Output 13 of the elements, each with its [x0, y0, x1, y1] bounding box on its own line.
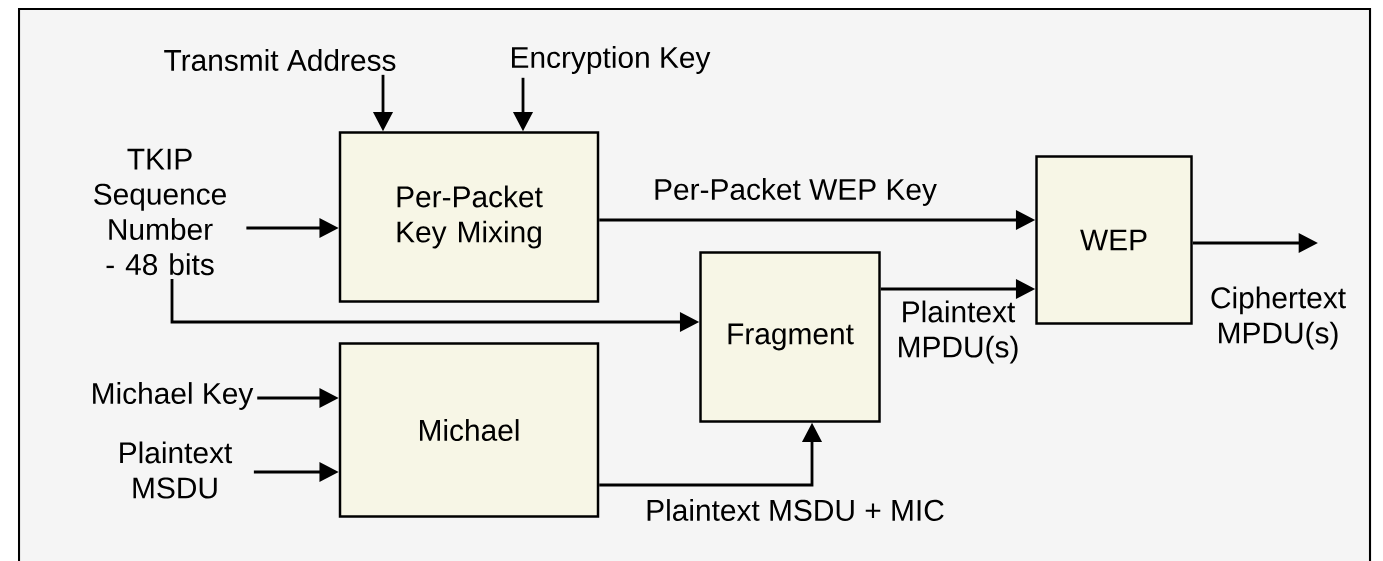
edge-label: Plaintext MPDU(s) — [899, 300, 1018, 364]
input-label: Transmit Address — [164, 49, 396, 71]
input-label: Plaintext MSDU — [120, 441, 233, 499]
input-label: Michael Key — [93, 382, 254, 410]
edge-label: Plaintext MSDU + MIC — [647, 499, 944, 521]
edge-label: Per-Packet WEP Key — [655, 178, 937, 206]
input-label: TKIP Sequence Number - 48 bits — [94, 148, 226, 276]
process-box: Per-Packet Key Mixing — [338, 131, 600, 303]
edge-label: Ciphertext MPDU(s) — [1211, 286, 1346, 350]
process-box: Michael — [338, 342, 600, 518]
input-label: Encryption Key — [512, 46, 711, 74]
process-box: Fragment — [699, 251, 881, 423]
process-box: WEP — [1035, 155, 1193, 325]
